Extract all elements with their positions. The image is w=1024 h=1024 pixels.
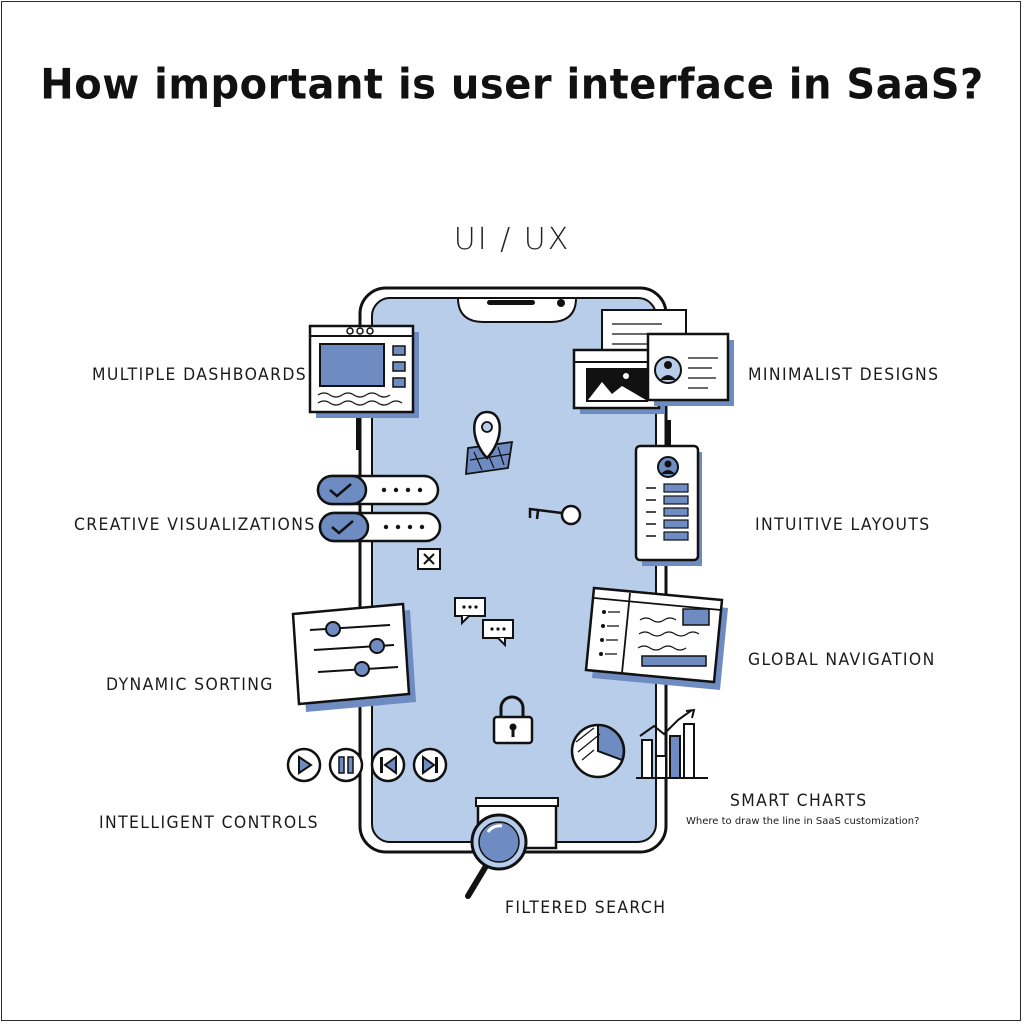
profile-card-icon (646, 332, 734, 406)
padlock-icon (492, 695, 534, 745)
page-subtitle: UI / UX (453, 222, 571, 257)
page-title: How important is user interface in SaaS? (40, 60, 984, 110)
label-minimalist-designs: MINIMALIST DESIGNS (748, 365, 940, 385)
bar-chart-icon (636, 708, 708, 779)
label-intelligent-controls: INTELLIGENT CONTROLS (99, 813, 319, 833)
label-filtered-search: FILTERED SEARCH (505, 898, 667, 918)
previous-icon (370, 747, 406, 783)
label-creative-visualizations: CREATIVE VISUALIZATIONS (74, 515, 316, 535)
magnifier-icon (465, 797, 559, 899)
close-box-icon (417, 548, 441, 570)
label-smart-charts: SMART CHARTS (730, 791, 868, 811)
key-icon (528, 504, 582, 526)
label-global-navigation: GLOBAL NAVIGATION (748, 650, 936, 670)
chat-bubbles-icon (454, 597, 514, 648)
pause-icon (328, 747, 364, 783)
label-multiple-dashboards: MULTIPLE DASHBOARDS (92, 365, 308, 385)
caption-text: Where to draw the line in SaaS customiza… (686, 816, 920, 827)
label-intuitive-layouts: INTUITIVE LAYOUTS (755, 515, 931, 535)
pie-chart-icon (570, 723, 626, 779)
layout-window-icon (584, 586, 728, 690)
label-dynamic-sorting: DYNAMIC SORTING (106, 675, 274, 695)
map-pin-icon (465, 410, 514, 476)
play-icon (286, 747, 322, 783)
slider-panel-icon (291, 602, 416, 712)
toggle-checklist-icon (316, 474, 442, 543)
next-icon (412, 747, 448, 783)
phone-icon (356, 286, 671, 854)
dashboard-window-icon (308, 324, 419, 418)
contact-card-icon (634, 444, 702, 566)
